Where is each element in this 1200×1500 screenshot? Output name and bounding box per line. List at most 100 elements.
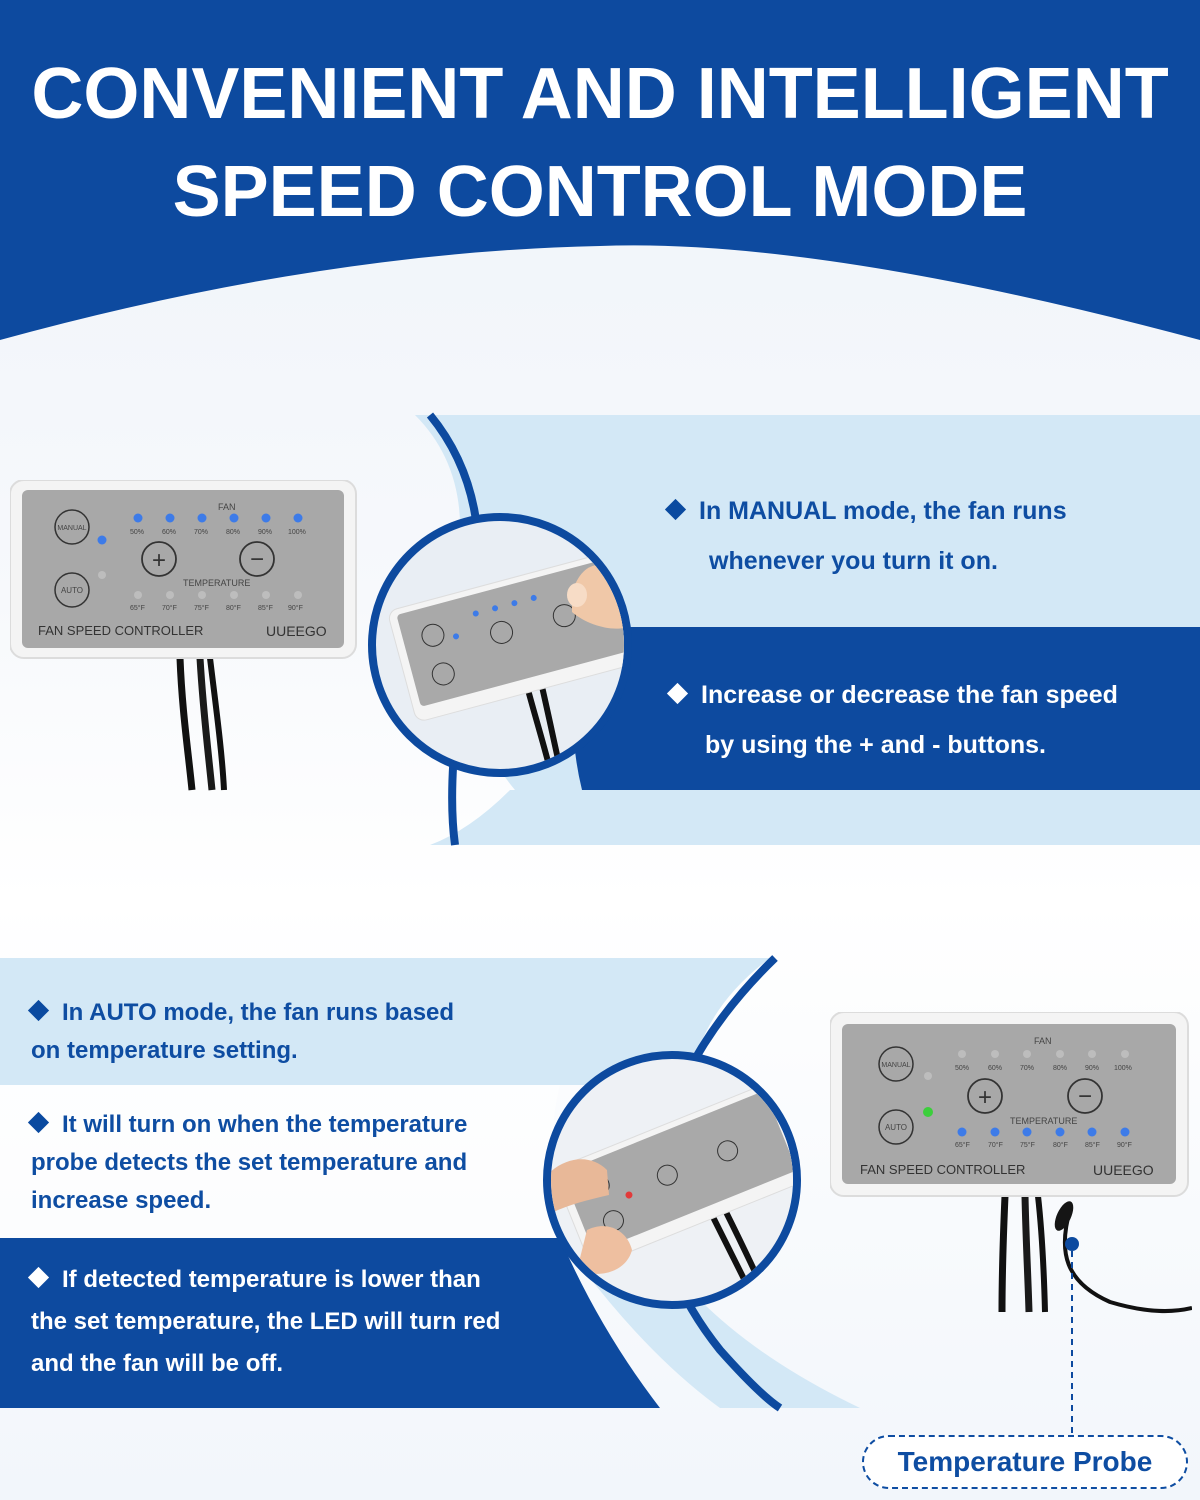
- controller-manual-mode: FAN 50% 60% 70% 80% 90% 100% MANUAL AUTO…: [10, 480, 357, 791]
- inset-plus-button: [490, 620, 514, 644]
- fan-level-label: 80%: [1053, 1065, 1067, 1072]
- temp-level-label: 70°F: [988, 1141, 1003, 1149]
- bullet-text: on temperature setting.: [31, 1037, 298, 1064]
- fan-level-label: 70%: [1020, 1065, 1034, 1072]
- controller-name: FAN SPEED CONTROLLER: [38, 623, 203, 638]
- temp-level-label: 80°F: [1053, 1141, 1068, 1149]
- temp-level-label: 90°F: [1117, 1141, 1132, 1149]
- cable-2: [196, 657, 216, 791]
- controller-brand: UUEEGO: [1093, 1162, 1154, 1178]
- probe-tip: [1054, 1201, 1074, 1231]
- auto-button[interactable]: [54, 572, 90, 608]
- temperature-leds: [134, 591, 302, 599]
- hand-thumb: [551, 1159, 609, 1215]
- plus-button-label: +: [978, 1084, 992, 1111]
- temperature-probe-label: Temperature Probe: [862, 1435, 1188, 1489]
- inset-minus-button: [717, 1140, 739, 1162]
- auto-button-label: AUTO: [885, 1123, 907, 1132]
- fan-leds: [958, 1050, 1129, 1058]
- inset-panel: [562, 1091, 793, 1252]
- cable-2: [1021, 1195, 1033, 1313]
- temp-level-label: 70°F: [162, 604, 177, 612]
- bullet-text: It will turn on when the temperature: [62, 1111, 468, 1138]
- fan-led-70: [197, 513, 207, 523]
- auto-bullet-1: In AUTO mode, the fan runs based on temp…: [27, 994, 455, 1070]
- title-line-1: CONVENIENT AND INTELLIGENT: [31, 54, 1169, 134]
- temp-led-85: [262, 591, 270, 599]
- cable-3: [207, 657, 227, 791]
- temp-level-label: 75°F: [194, 604, 209, 612]
- inset-auto-button: [431, 662, 455, 686]
- temperature-label: TEMPERATURE: [1010, 1116, 1077, 1126]
- manual-button-label: MANUAL: [57, 525, 86, 532]
- fan-level-label: 70%: [194, 529, 208, 536]
- bullet-text: Increase or decrease the fan speed: [701, 681, 1118, 709]
- temp-led-70: [166, 591, 174, 599]
- temp-led-80: [230, 591, 238, 599]
- fan-level-label: 80%: [226, 529, 240, 536]
- temp-level-label: 80°F: [226, 604, 241, 612]
- diamond-bullet-icon: [664, 498, 687, 521]
- temp-led-90: [294, 591, 302, 599]
- temperature-leds: [957, 1127, 1130, 1137]
- diamond-bullet-icon: [27, 999, 50, 1022]
- bullet-text: In AUTO mode, the fan runs based: [62, 999, 455, 1026]
- diamond-bullet-icon: [27, 1111, 50, 1134]
- minus-button-label: −: [250, 546, 264, 573]
- temp-led-75: [198, 591, 206, 599]
- plus-button[interactable]: [967, 1078, 1003, 1114]
- manual-button[interactable]: [878, 1046, 914, 1082]
- temp-led-65: [134, 591, 142, 599]
- minus-button[interactable]: [239, 541, 275, 577]
- bullet-text: and the fan will be off.: [31, 1350, 283, 1377]
- manual-led: [924, 1072, 932, 1080]
- probe-pointer-dot: [1065, 1237, 1079, 1251]
- auto-button[interactable]: [878, 1109, 914, 1145]
- temp-level-label: 65°F: [130, 604, 145, 612]
- cable-1: [176, 657, 196, 791]
- temperature-level-labels: 65°F 70°F 75°F 80°F 85°F 90°F: [955, 1141, 1132, 1149]
- fan-level-label: 90%: [1085, 1065, 1099, 1072]
- inset-red-led: [625, 1191, 633, 1199]
- fan-level-label: 60%: [162, 529, 176, 536]
- inset-plus-button: [656, 1164, 678, 1186]
- manual-inset-illustration: [388, 550, 624, 769]
- controller-auto-mode: FAN 50% 60% 70% 80% 90% 100% MANUAL AUTO…: [830, 1012, 1192, 1314]
- temp-level-label: 85°F: [258, 604, 273, 612]
- manual-bullet-1: In MANUAL mode, the fan runs whenever yo…: [664, 486, 1067, 586]
- fan-led-50: [133, 513, 143, 523]
- temp-level-label: 75°F: [1020, 1141, 1035, 1149]
- controller-panel: [842, 1024, 1176, 1184]
- probe-pointer: [1065, 1237, 1079, 1436]
- fan-led-80: [229, 513, 239, 523]
- auto-button-label: AUTO: [61, 586, 83, 595]
- bullet-text: by using the + and - buttons.: [705, 731, 1046, 759]
- bullet-text: If detected temperature is lower than: [62, 1266, 481, 1293]
- page-title: CONVENIENT AND INTELLIGENT SPEED CONTROL…: [0, 45, 1200, 241]
- manual-button[interactable]: [54, 509, 90, 545]
- diamond-bullet-icon: [666, 682, 689, 705]
- diamond-bullet-icon: [27, 1266, 50, 1289]
- fan-leds: [133, 513, 303, 523]
- temp-level-label: 90°F: [288, 604, 303, 612]
- auto-dark-band: [0, 1238, 660, 1408]
- bullet-text: probe detects the set temperature and: [31, 1149, 468, 1176]
- manual-led: [97, 535, 107, 545]
- fan-level-label: 90%: [258, 529, 272, 536]
- minus-button-label: −: [1078, 1083, 1092, 1110]
- manual-light-band: [415, 415, 1200, 790]
- auto-inset-illustration: [551, 1084, 793, 1301]
- plus-button[interactable]: [141, 541, 177, 577]
- bullet-text: the set temperature, the LED will turn r…: [31, 1308, 501, 1335]
- manual-bullet-2: Increase or decrease the fan speed by us…: [666, 670, 1118, 770]
- temperature-label: TEMPERATURE: [183, 578, 250, 588]
- temp-level-label: 85°F: [1085, 1141, 1100, 1149]
- fan-label: FAN: [1034, 1036, 1052, 1046]
- bullet-text: In MANUAL mode, the fan runs: [699, 497, 1067, 525]
- auto-bullet-3: If detected temperature is lower than th…: [27, 1259, 501, 1385]
- auto-light-band-top: [0, 958, 770, 1085]
- manual-button-label: MANUAL: [881, 1062, 910, 1069]
- bullet-text: increase speed.: [31, 1187, 212, 1214]
- cable-1: [998, 1195, 1009, 1313]
- minus-button[interactable]: [1067, 1078, 1103, 1114]
